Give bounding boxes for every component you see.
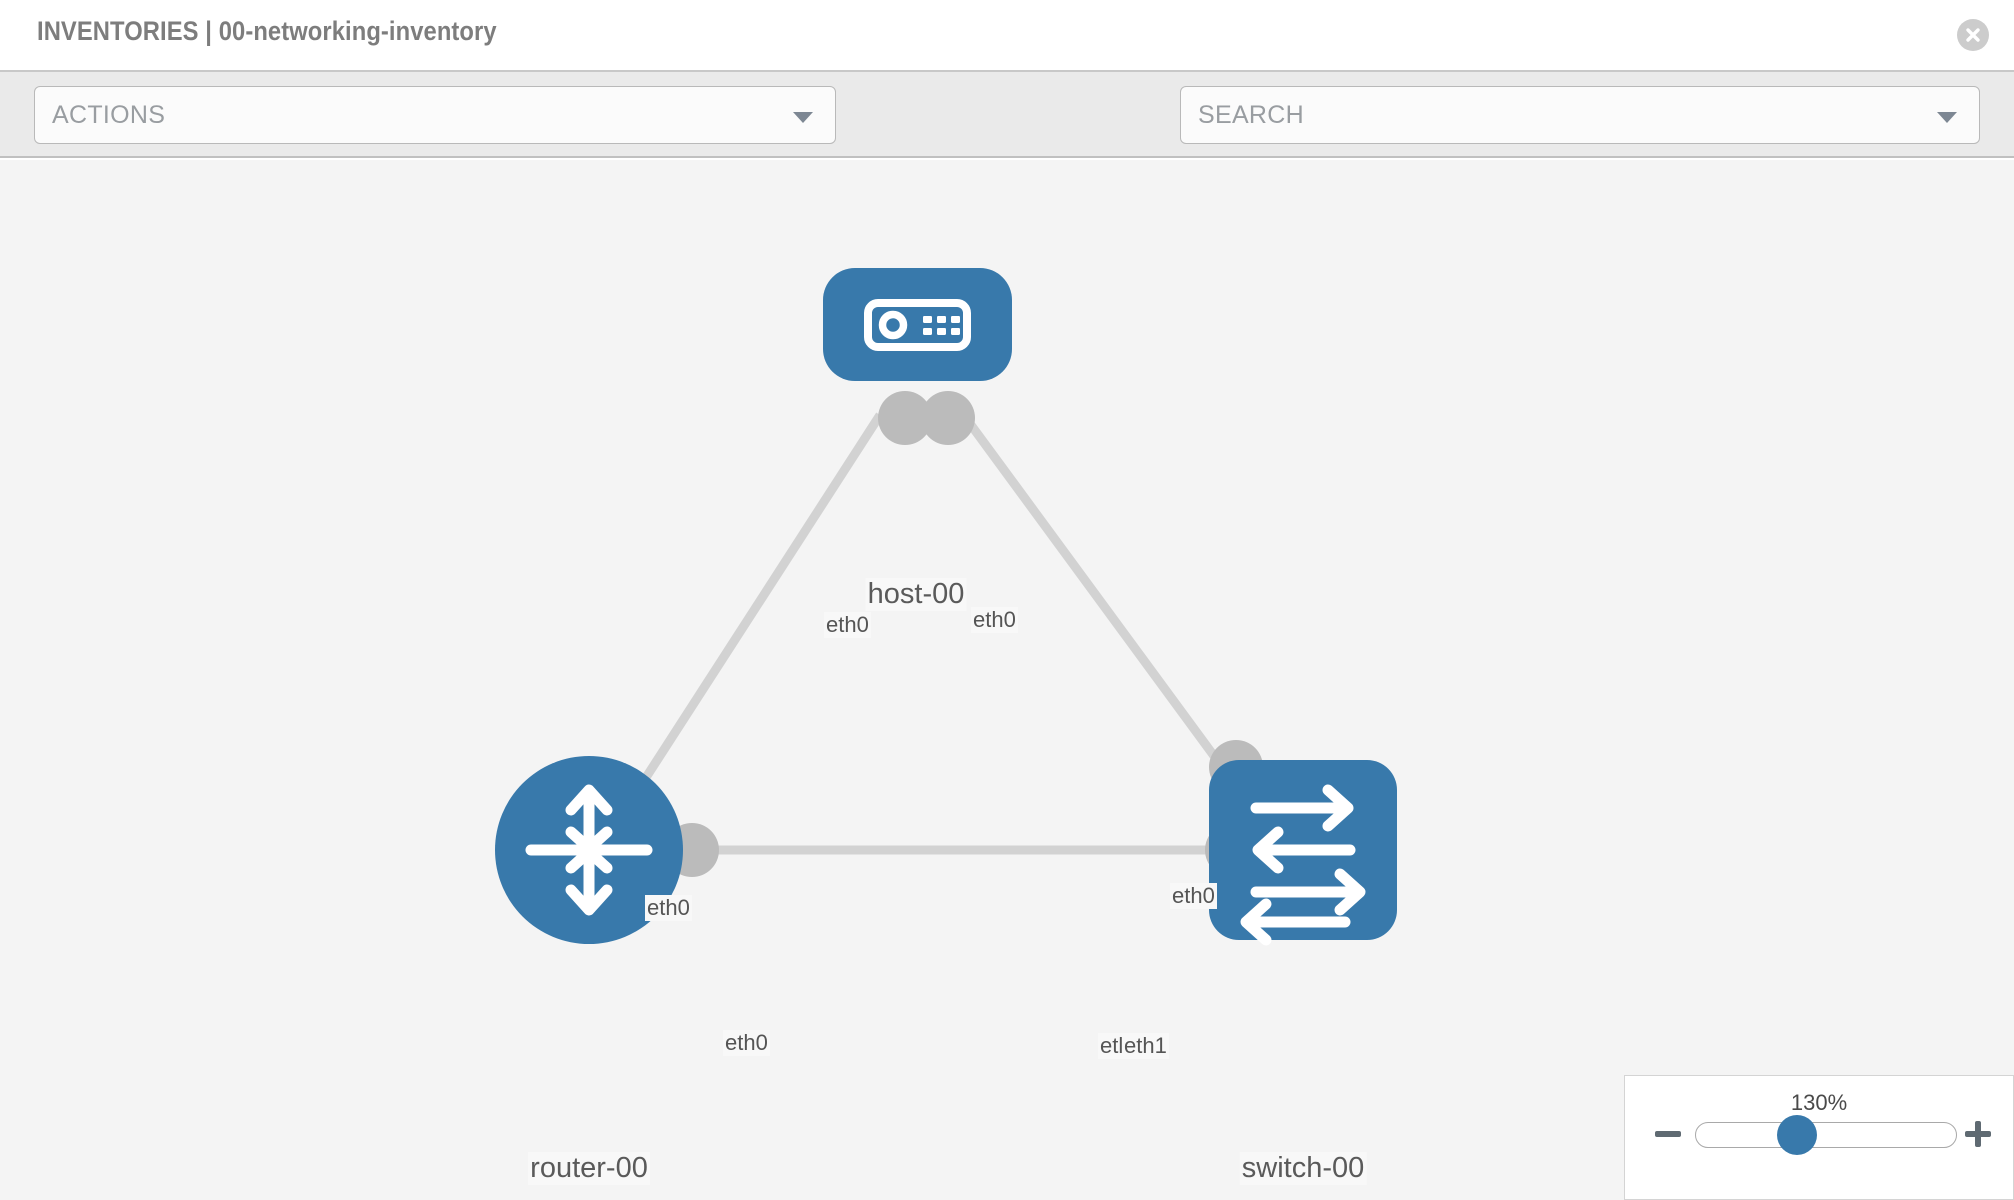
zoom-slider-handle[interactable] bbox=[1777, 1115, 1817, 1155]
router-arrows-icon bbox=[525, 784, 653, 916]
server-icon bbox=[864, 299, 971, 351]
toolbar: ACTIONS SEARCH bbox=[0, 70, 2014, 203]
search-input[interactable]: SEARCH bbox=[1180, 86, 1980, 144]
interface-dot bbox=[878, 391, 932, 445]
iface-label: eth0 bbox=[723, 1030, 770, 1056]
iface-label: eth0 bbox=[645, 895, 692, 921]
node-router-00[interactable] bbox=[495, 756, 683, 944]
node-label-router: router-00 bbox=[528, 1152, 650, 1185]
chevron-down-icon bbox=[793, 112, 813, 123]
minus-icon[interactable] bbox=[1653, 1119, 1683, 1149]
node-switch-00[interactable] bbox=[1209, 760, 1397, 946]
chevron-down-icon[interactable] bbox=[1937, 112, 1957, 123]
actions-dropdown[interactable]: ACTIONS bbox=[34, 86, 836, 144]
iface-label: etl bbox=[1098, 1033, 1126, 1059]
switch-arrows-icon bbox=[1240, 784, 1366, 946]
topology-canvas[interactable]: host-00 router-00 switch-00 eth0 eth0 et… bbox=[0, 160, 2014, 1200]
iface-label: eth0 bbox=[824, 612, 871, 638]
search-placeholder: SEARCH bbox=[1198, 101, 1304, 129]
page-header: INVENTORIES | 00-networking-inventory bbox=[0, 0, 2014, 70]
iface-label: eth0 bbox=[1170, 883, 1217, 909]
link-host-router bbox=[621, 412, 884, 813]
zoom-control: 130% bbox=[1624, 1075, 2014, 1200]
close-icon[interactable] bbox=[1957, 19, 1989, 51]
topology-interfaces bbox=[665, 391, 1263, 877]
node-label-host: host-00 bbox=[865, 578, 967, 611]
plus-icon[interactable] bbox=[1963, 1119, 1993, 1149]
interface-dot bbox=[921, 391, 975, 445]
iface-label: eth0 bbox=[971, 607, 1018, 633]
topology-links bbox=[621, 407, 1254, 855]
zoom-slider-track[interactable] bbox=[1695, 1122, 1957, 1148]
node-host-00[interactable] bbox=[823, 268, 1012, 381]
page-title: INVENTORIES | 00-networking-inventory bbox=[37, 16, 497, 46]
link-host-switch bbox=[956, 407, 1254, 808]
node-label-switch: switch-00 bbox=[1239, 1152, 1367, 1185]
actions-dropdown-label: ACTIONS bbox=[52, 101, 166, 129]
iface-label: eth1 bbox=[1122, 1033, 1169, 1059]
zoom-percent-label: 130% bbox=[1790, 1090, 1848, 1115]
topology-graph bbox=[495, 268, 1397, 946]
